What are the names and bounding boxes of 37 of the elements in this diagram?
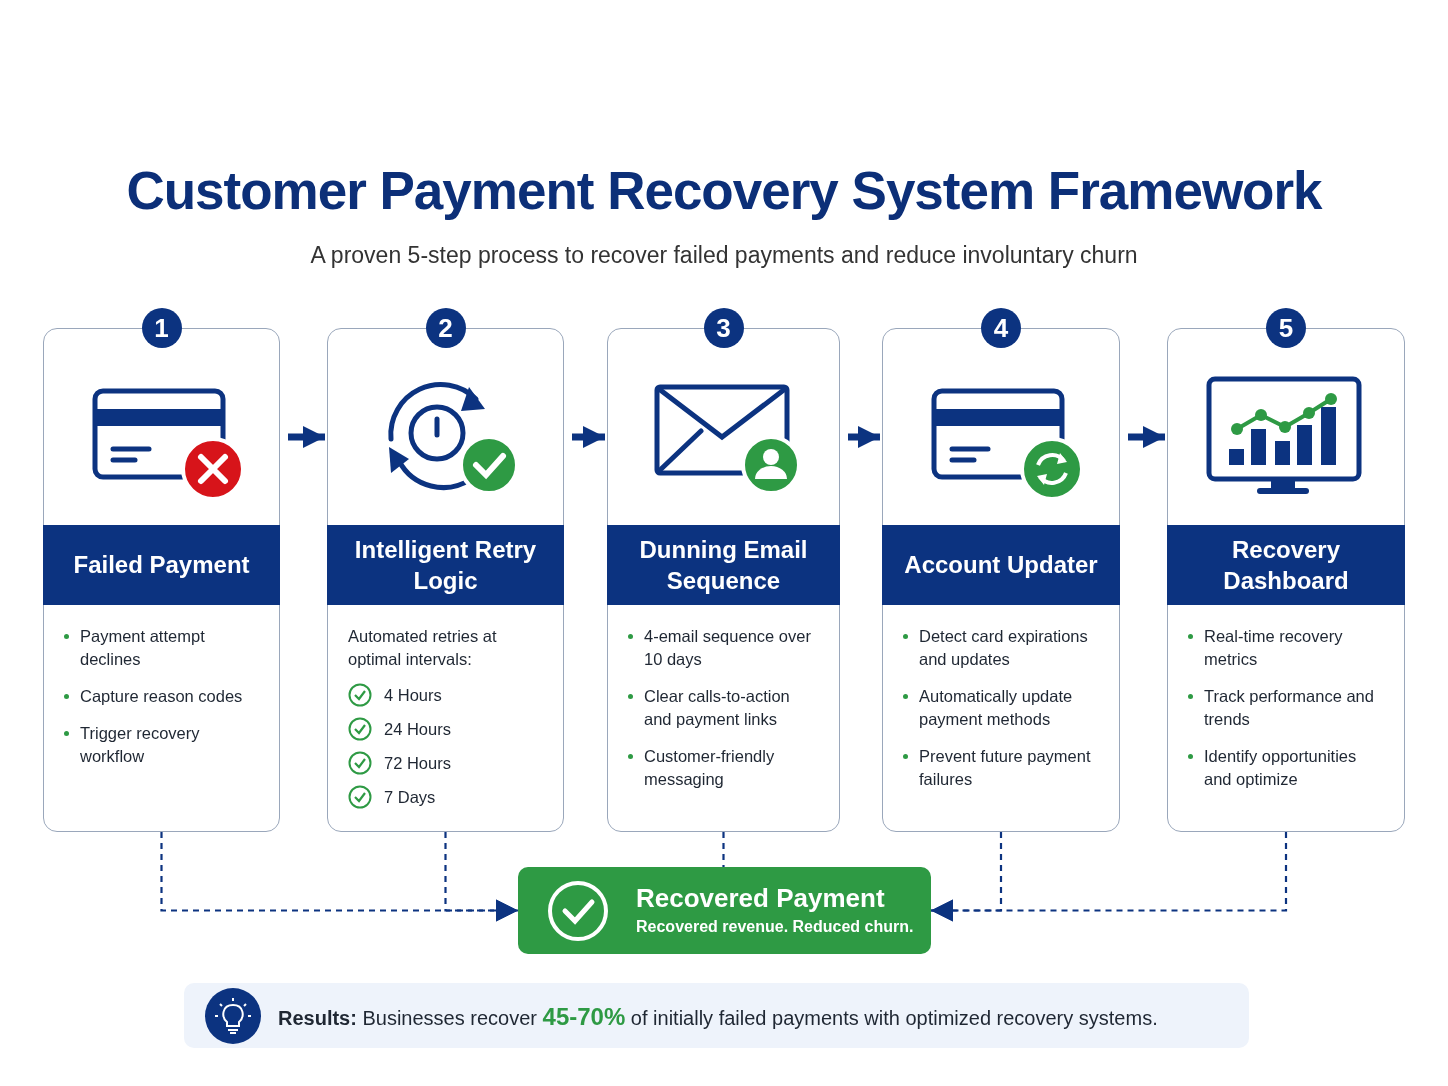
results-banner	[184, 983, 1249, 1048]
bullet-item: Customer-friendly messaging	[628, 745, 815, 792]
title: Customer Payment Recovery System Framework	[125, 160, 1324, 221]
bullet-item: Track performance and trends	[1188, 685, 1380, 732]
result-title: Recovered Payment	[636, 883, 885, 914]
results-note: Results: Businesses recover 45-70% of initially failed payments with optimized recovery systems.	[278, 1003, 1158, 1031]
step-title: Account Updater	[882, 525, 1120, 605]
step-number-badge: 1	[141, 308, 182, 348]
result-subtitle: Recovered revenue. Reduced churn.	[636, 918, 914, 936]
list-item: 4 Hours	[384, 684, 442, 706]
bullet-item: Payment attempt declines	[64, 625, 255, 672]
result-box	[518, 867, 931, 954]
bullet-item: Trigger recovery workflow	[64, 722, 255, 769]
dashed-connector	[722, 832, 725, 867]
dashed-connector	[931, 832, 1288, 922]
bullet-item: Real-time recovery metrics	[1188, 625, 1380, 672]
subtitle: A proven 5-step process to recover failed payments and reduce involuntary churn	[309, 242, 1139, 269]
step-number-badge: 2	[425, 308, 466, 348]
step-number-badge: 3	[703, 308, 744, 348]
bullet-item: Clear calls-to-action and payment links	[628, 685, 815, 732]
bullet-item: Detect card expirations and updates	[903, 625, 1095, 672]
list-item: 72 Hours	[384, 752, 451, 774]
bullet-item: Identify opportunities and optimize	[1188, 745, 1380, 792]
bullet-item: 4-email sequence over 10 days	[628, 625, 815, 672]
bullet-item: Capture reason codes	[64, 685, 255, 709]
bullet-item: Automatically update payment methods	[903, 685, 1095, 732]
step-title: Failed Payment	[43, 525, 280, 605]
step-title: Dunning Email Sequence	[607, 525, 840, 605]
list-item: 24 Hours	[384, 718, 451, 740]
intro-text: Automated retries at optimal intervals:	[348, 626, 498, 671]
step-number-badge: 5	[1266, 308, 1306, 348]
dashed-connector	[444, 832, 518, 922]
bullet-item: Prevent future payment failures	[903, 745, 1095, 792]
step-title: Intelligent Retry Logic	[327, 525, 564, 605]
step-title: Recovery Dashboard	[1167, 525, 1405, 605]
step-number-badge: 4	[981, 308, 1021, 348]
list-item: 7 Days	[384, 786, 436, 808]
